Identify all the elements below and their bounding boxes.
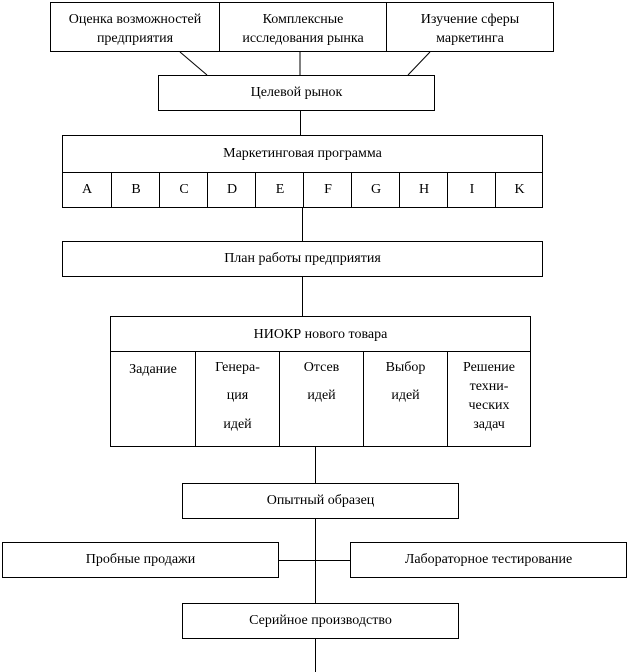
rnd-stage-screening-line2: идей bbox=[307, 388, 336, 403]
rnd-stage-generation-line2: ция bbox=[226, 388, 249, 403]
work-plan-label: План работы предприятия bbox=[224, 251, 381, 266]
rnd-stage-task: Задание bbox=[129, 362, 177, 377]
rnd-col-divider bbox=[447, 351, 448, 446]
target-market-label: Целевой рынок bbox=[250, 85, 343, 100]
marketing-program-title: Маркетинговая программа bbox=[223, 146, 382, 161]
trial-sales-box: Пробные продажи bbox=[2, 542, 279, 578]
program-letter-d: D bbox=[207, 173, 256, 207]
source-label-line1: Изучение сферы bbox=[420, 12, 520, 27]
program-letter-e: E bbox=[255, 173, 304, 207]
program-letter-a: A bbox=[81, 182, 93, 197]
rnd-title: НИОКР нового товара bbox=[253, 327, 388, 342]
marketing-program-letters: A B C D E F G H I K bbox=[63, 173, 542, 207]
source-label-line2: исследования рынка bbox=[242, 31, 364, 46]
rnd-col-divider bbox=[195, 351, 196, 446]
rnd-stage-generation-line3: идей bbox=[223, 417, 252, 432]
rnd-stage-screening-line1: Отсев bbox=[303, 360, 340, 375]
serial-production-box: Серийное производство bbox=[182, 603, 459, 639]
source-box-enterprise: Оценка возможностей предприятия bbox=[50, 2, 220, 52]
source-label-line1: Оценка возможностей bbox=[68, 12, 202, 27]
rnd-stage-selection-line1: Выбор bbox=[385, 360, 426, 375]
program-letter-h: H bbox=[399, 173, 448, 207]
program-letter-b: B bbox=[111, 173, 160, 207]
program-letter-k: K bbox=[495, 173, 543, 207]
rnd-stage-tech-line3: ческих bbox=[468, 398, 510, 413]
rnd-divider bbox=[111, 351, 530, 352]
prototype-box: Опытный образец bbox=[182, 483, 459, 519]
serial-production-label: Серийное производство bbox=[249, 613, 392, 628]
rnd-box: НИОКР нового товара Задание Генера- ция … bbox=[110, 316, 531, 447]
trial-sales-label: Пробные продажи bbox=[85, 552, 196, 567]
rnd-stage-tech-line2: техни- bbox=[469, 379, 509, 394]
prototype-label: Опытный образец bbox=[266, 493, 375, 508]
marketing-program-divider bbox=[63, 172, 542, 173]
program-letter-c: C bbox=[159, 173, 208, 207]
rnd-col-divider bbox=[279, 351, 280, 446]
source-label-line2: предприятия bbox=[96, 31, 174, 46]
rnd-stage-tech-line4: задач bbox=[473, 417, 505, 432]
rnd-stage-selection-line2: идей bbox=[391, 388, 420, 403]
source-label-line2: маркетинга bbox=[436, 31, 504, 46]
work-plan-box: План работы предприятия bbox=[62, 241, 543, 277]
program-letter-i: I bbox=[447, 173, 496, 207]
source-label-line1: Комплексные bbox=[262, 12, 344, 27]
program-letter-f: F bbox=[303, 173, 352, 207]
rnd-stage-generation-line1: Генера- bbox=[215, 360, 260, 375]
lab-testing-box: Лабораторное тестирование bbox=[350, 542, 627, 578]
target-market-box: Целевой рынок bbox=[158, 75, 435, 111]
rnd-stage-tech-line1: Решение bbox=[462, 360, 515, 375]
lab-testing-label: Лабораторное тестирование bbox=[404, 552, 573, 567]
marketing-program-box: Маркетинговая программа A B C D E F G H … bbox=[62, 135, 543, 208]
rnd-col-divider bbox=[363, 351, 364, 446]
source-box-marketing-sphere: Изучение сферы маркетинга bbox=[386, 2, 554, 52]
program-letter-g: G bbox=[351, 173, 400, 207]
